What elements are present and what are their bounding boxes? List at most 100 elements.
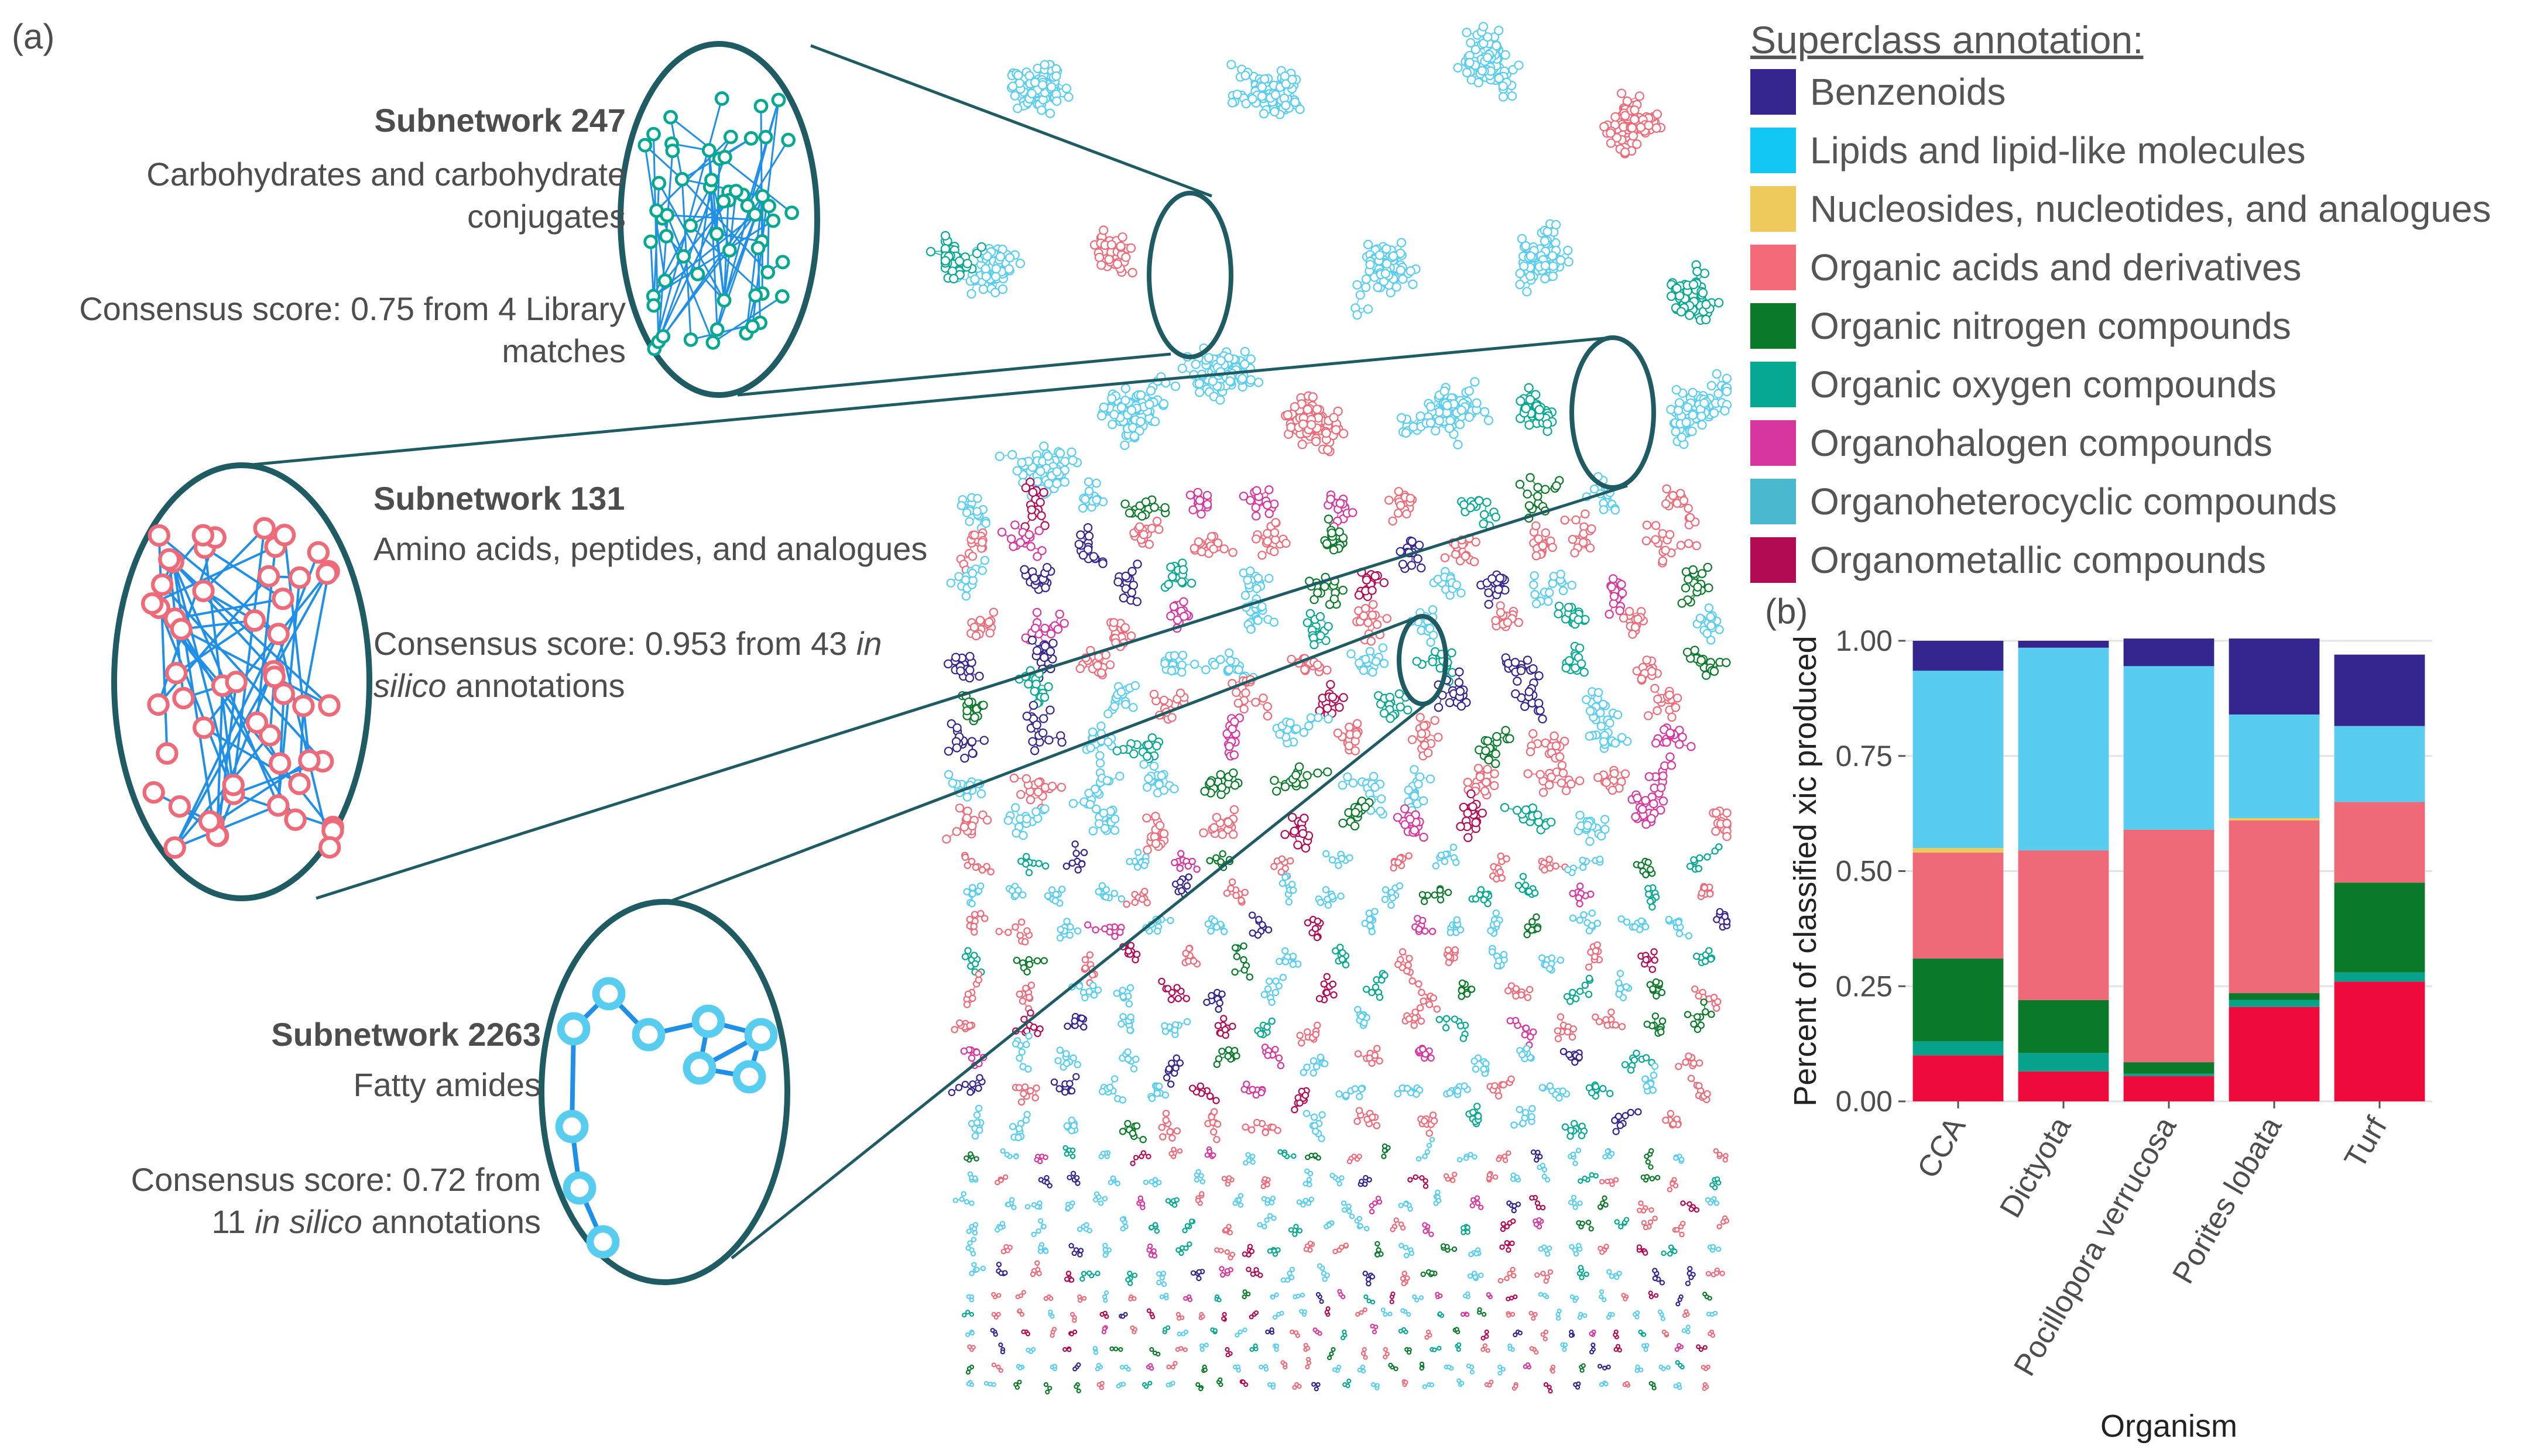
network-cluster xyxy=(1579,1363,1586,1373)
network-cluster xyxy=(1561,641,1589,677)
network-cluster xyxy=(1420,1269,1438,1278)
network-cluster xyxy=(1160,558,1197,592)
network-cluster xyxy=(997,520,1047,561)
network-cluster xyxy=(1016,1308,1024,1317)
network-cluster xyxy=(1242,599,1279,634)
network-cluster xyxy=(1658,1364,1671,1372)
network-cluster xyxy=(1177,1329,1189,1337)
network-cluster xyxy=(1643,1012,1667,1037)
network-cluster xyxy=(1480,1343,1490,1353)
network-cluster xyxy=(1194,1169,1206,1184)
network-cluster xyxy=(1510,1105,1536,1129)
network-cluster xyxy=(1300,1053,1329,1077)
network-cluster xyxy=(1598,1244,1609,1255)
network-cluster xyxy=(1419,1361,1425,1371)
network-cluster xyxy=(1119,1311,1128,1319)
network-cluster xyxy=(1050,1073,1080,1096)
bar-segment xyxy=(2123,1076,2215,1101)
network-cluster xyxy=(1709,806,1732,842)
network-cluster xyxy=(1120,495,1170,521)
network-cluster-large xyxy=(1396,377,1494,449)
network-cluster xyxy=(1497,1364,1506,1376)
x-tick-label: Turf xyxy=(2338,1111,2394,1175)
network-cluster xyxy=(1641,1215,1658,1231)
network-cluster xyxy=(1559,1048,1583,1066)
zoom-source-ellipse-2263 xyxy=(1397,614,1448,706)
network-cluster xyxy=(1302,609,1333,650)
network-cluster xyxy=(1435,1292,1443,1300)
network-cluster xyxy=(1149,688,1189,724)
network-cluster xyxy=(1291,1087,1310,1114)
bar-segment xyxy=(2018,1000,2109,1053)
network-cluster xyxy=(1257,1213,1277,1230)
subnetwork-131-score-line2: silico annotations xyxy=(373,667,625,704)
network-cluster xyxy=(1048,1309,1055,1319)
network-cluster xyxy=(1013,1379,1022,1390)
x-tick-label: Dictyota xyxy=(1993,1111,2078,1224)
network-cluster xyxy=(1707,1244,1722,1253)
network-cluster xyxy=(1476,570,1510,609)
network-cluster xyxy=(1159,1292,1169,1301)
network-cluster xyxy=(1644,684,1682,722)
network-cluster xyxy=(1088,804,1120,836)
network-cluster xyxy=(1012,1083,1040,1106)
network-cluster xyxy=(1363,1294,1376,1305)
network-cluster xyxy=(1705,1267,1725,1278)
network-cluster xyxy=(1222,713,1244,761)
network-cluster xyxy=(1633,857,1656,878)
legend-swatch xyxy=(1750,186,1796,232)
network-cluster xyxy=(969,1262,986,1276)
network-cluster xyxy=(1225,1347,1233,1358)
network-cluster xyxy=(1199,1342,1209,1352)
network-cluster xyxy=(1407,713,1443,761)
network-cluster xyxy=(1000,1244,1013,1255)
network-cluster xyxy=(1706,1310,1718,1317)
network-cluster xyxy=(1411,915,1437,935)
legend-swatch xyxy=(1750,420,1796,466)
network-cluster xyxy=(1675,1294,1684,1307)
network-cluster xyxy=(1031,1218,1047,1238)
legend-swatch xyxy=(1750,303,1796,349)
bar-segment xyxy=(1912,853,2004,959)
network-cluster xyxy=(1280,1266,1295,1283)
network-cluster xyxy=(1675,1052,1703,1070)
network-cluster xyxy=(1569,1294,1579,1303)
network-cluster xyxy=(995,918,1033,946)
network-cluster xyxy=(1156,1270,1167,1287)
network-cluster xyxy=(1390,852,1413,872)
network-cluster xyxy=(1496,1150,1511,1163)
network-cluster xyxy=(1200,768,1243,799)
network-cluster xyxy=(1188,1082,1220,1104)
network-cluster xyxy=(1506,1294,1518,1302)
network-cluster xyxy=(1686,843,1723,873)
network-cluster xyxy=(1589,1342,1596,1355)
network-cluster xyxy=(1511,678,1547,724)
network-cluster xyxy=(1599,1289,1607,1303)
network-cluster xyxy=(1440,1243,1458,1253)
bar-segment xyxy=(2229,714,2320,818)
legend-swatch xyxy=(1750,479,1796,524)
network-cluster xyxy=(1332,943,1350,969)
subnetwork-247-title: Subnetwork 247 xyxy=(374,102,626,139)
network-cluster xyxy=(1468,1247,1482,1258)
zoom-connector xyxy=(737,352,1171,397)
network-cluster xyxy=(1160,651,1211,677)
network-cluster xyxy=(1511,1382,1518,1391)
network-cluster xyxy=(1455,1342,1462,1352)
network-cluster xyxy=(1077,1294,1087,1303)
network-cluster xyxy=(1523,1362,1532,1370)
network-cluster xyxy=(1222,1224,1233,1236)
network-cluster xyxy=(1489,852,1510,883)
network-cluster xyxy=(1190,1269,1205,1282)
network-cluster xyxy=(1242,1118,1281,1136)
network-cluster xyxy=(1270,855,1294,880)
network-cluster xyxy=(1469,1195,1484,1210)
network-cluster xyxy=(1335,1084,1366,1101)
network-cluster xyxy=(1563,974,1594,1005)
network-cluster xyxy=(1622,1381,1631,1388)
network-cluster xyxy=(1632,655,1662,685)
y-tick-label: 0.75 xyxy=(1836,740,1893,772)
network-cluster xyxy=(1216,1377,1223,1388)
network-cluster xyxy=(1166,597,1194,633)
